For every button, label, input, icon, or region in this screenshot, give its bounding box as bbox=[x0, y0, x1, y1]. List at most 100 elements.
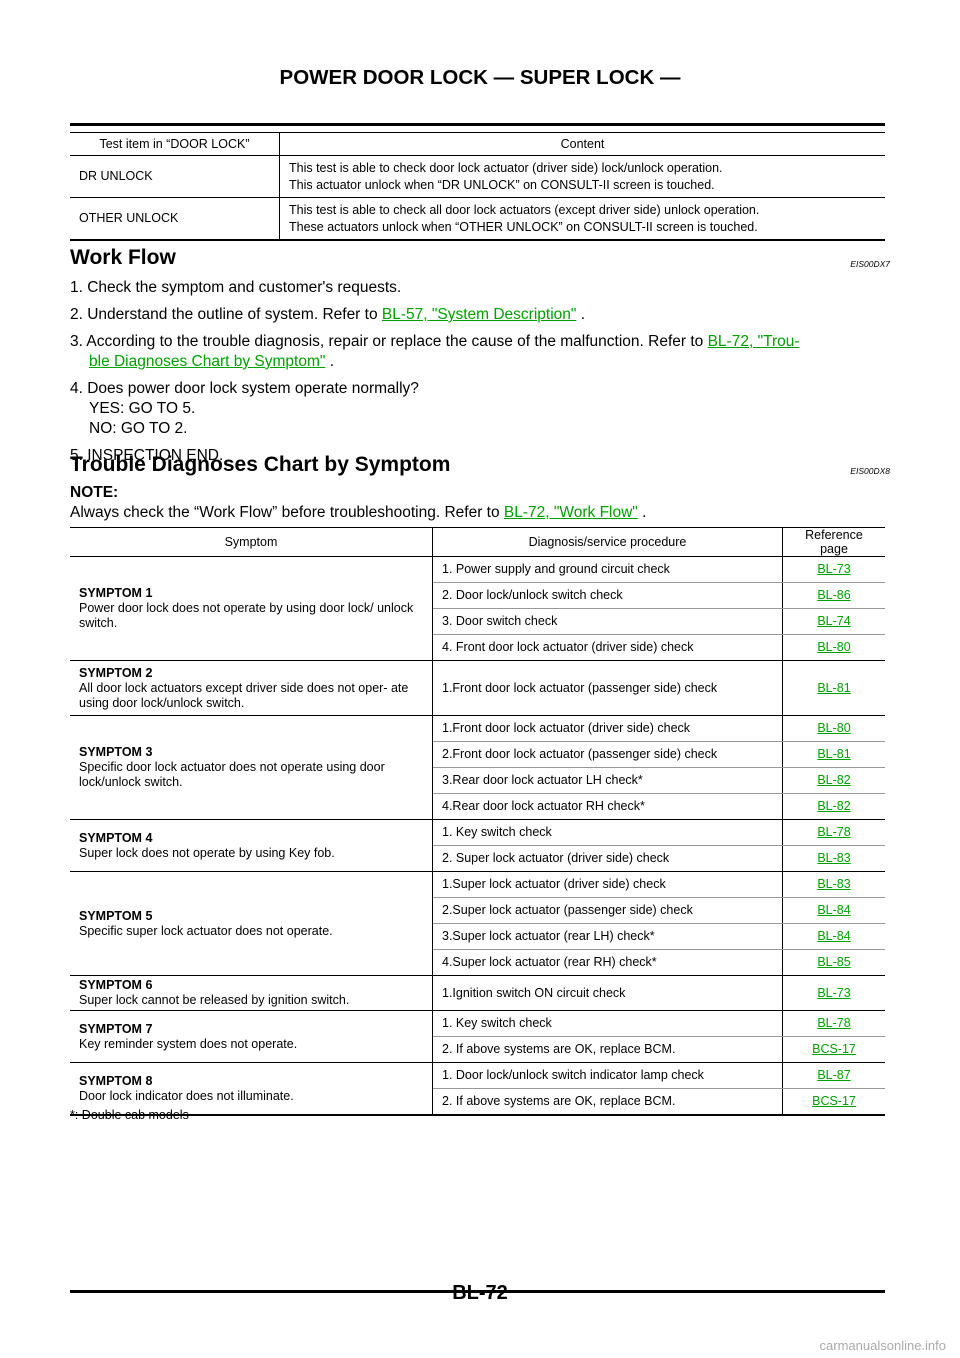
table-row: 2. Super lock actuator (driver side) che… bbox=[70, 845, 885, 872]
system-description-link[interactable]: BL-57, "System Description" bbox=[381, 306, 577, 323]
symptom-name: SYMPTOM 7 bbox=[79, 1021, 153, 1036]
procedure-cell: 2. Door lock/unlock switch check bbox=[432, 582, 783, 609]
symptom-description: Specific door lock actuator does not ope… bbox=[79, 760, 385, 789]
table-row: 3.Super lock actuator (rear LH) check* BL… bbox=[70, 923, 885, 950]
reference-cell: BL-84 bbox=[782, 923, 885, 950]
work-flow-link[interactable]: BL-72, "Work Flow" bbox=[503, 504, 638, 521]
test-item-table: Test item in “DOOR LOCK” Content DR UNLO… bbox=[70, 132, 885, 241]
procedure-cell: 2.Front door lock actuator (passenger si… bbox=[432, 741, 783, 768]
table-row: DR UNLOCK This test is able to check doo… bbox=[70, 155, 885, 198]
reference-cell: BL-83 bbox=[782, 871, 885, 898]
symptom-name: SYMPTOM 4 bbox=[79, 830, 153, 845]
table-row: 4. Front door lock actuator (driver side… bbox=[70, 634, 885, 661]
step-2: 2. Understand the outline of system. Ref… bbox=[70, 305, 890, 325]
procedure-cell: 1.Front door lock actuator (driver side)… bbox=[432, 715, 783, 742]
symptom-description: Specific super lock actuator does not op… bbox=[79, 923, 333, 938]
procedure-cell: 1. Power supply and ground circuit check bbox=[432, 556, 783, 583]
reference-link[interactable]: BL-78 bbox=[817, 825, 851, 839]
reference-link[interactable]: BL-78 bbox=[817, 1016, 851, 1030]
reference-cell: BL-82 bbox=[782, 767, 885, 794]
work-flow-code: EIS00DX7 bbox=[850, 259, 890, 269]
reference-link[interactable]: BL-80 bbox=[817, 721, 851, 735]
table-row: 2.Super lock actuator (passenger side) c… bbox=[70, 897, 885, 924]
procedure-cell: 4.Super lock actuator (rear RH) check* bbox=[432, 949, 783, 976]
symptom-name: SYMPTOM 3 bbox=[79, 745, 153, 759]
table-row: 2. If above systems are OK, replace BCM.… bbox=[70, 1036, 885, 1063]
procedure-cell: 2. Super lock actuator (driver side) che… bbox=[432, 845, 783, 872]
table-row: 2. Door lock/unlock switch check BL-86 bbox=[70, 582, 885, 609]
reference-link[interactable]: BL-73 bbox=[817, 985, 851, 1000]
table-row: 2. If above systems are OK, replace BCM.… bbox=[70, 1088, 885, 1116]
reference-link[interactable]: BL-83 bbox=[817, 851, 851, 865]
procedure-cell: 3.Super lock actuator (rear LH) check* bbox=[432, 923, 783, 950]
work-flow-heading: Work Flow bbox=[70, 246, 176, 269]
watermark: carmanualsonline.info bbox=[819, 1338, 946, 1353]
reference-link[interactable]: BL-81 bbox=[817, 680, 851, 695]
procedure-cell: 4. Front door lock actuator (driver side… bbox=[432, 634, 783, 661]
reference-cell: BL-73 bbox=[782, 556, 885, 583]
reference-cell: BL-80 bbox=[782, 634, 885, 661]
reference-cell: BL-73 bbox=[782, 975, 885, 1011]
reference-link[interactable]: BL-87 bbox=[817, 1068, 851, 1082]
reference-link[interactable]: BCS-17 bbox=[812, 1094, 856, 1108]
reference-cell: BL-87 bbox=[782, 1062, 885, 1089]
test-item-cell: OTHER UNLOCK bbox=[70, 197, 280, 240]
test-item-header: Test item in “DOOR LOCK” bbox=[70, 132, 280, 156]
note-text-part: . bbox=[637, 504, 647, 521]
procedure-cell: 4.Rear door lock actuator RH check* bbox=[432, 793, 783, 820]
reference-link[interactable]: BL-73 bbox=[817, 562, 851, 576]
table-row: OTHER UNLOCK This test is able to check … bbox=[70, 197, 885, 240]
page-title: POWER DOOR LOCK — SUPER LOCK — bbox=[279, 66, 681, 89]
chart-link-part-b[interactable]: ble Diagnoses Chart by Symptom" bbox=[89, 353, 326, 370]
reference-link[interactable]: BL-80 bbox=[817, 640, 851, 654]
symptom-description: Super lock does not operate by using Key… bbox=[79, 845, 335, 860]
procedure-cell: 1. Door lock/unlock switch indicator lam… bbox=[432, 1062, 783, 1089]
note-text: Always check the “Work Flow” before trou… bbox=[70, 503, 890, 523]
reference-link[interactable]: BL-82 bbox=[817, 773, 851, 787]
reference-link[interactable]: BL-84 bbox=[817, 903, 851, 917]
step-text: 3. According to the trouble diagnosis, r… bbox=[70, 333, 708, 350]
reference-cell: BL-86 bbox=[782, 582, 885, 609]
symptom-description: Key reminder system does not operate. bbox=[79, 1036, 298, 1051]
procedure-cell: 1.Super lock actuator (driver side) chec… bbox=[432, 871, 783, 898]
reference-link[interactable]: BL-82 bbox=[817, 799, 851, 813]
note-text-part: Always check the “Work Flow” before trou… bbox=[70, 504, 504, 521]
reference-link[interactable]: BL-84 bbox=[817, 929, 851, 943]
reference-link[interactable]: BCS-17 bbox=[812, 1042, 856, 1056]
table-row: 3.Rear door lock actuator LH check*BL-82 bbox=[70, 767, 885, 794]
symptom-name: SYMPTOM 8 bbox=[79, 1073, 153, 1088]
reference-link[interactable]: BL-86 bbox=[817, 588, 851, 602]
reference-cell: BL-80 bbox=[782, 715, 885, 742]
symptom-name: SYMPTOM 5 bbox=[79, 908, 153, 923]
reference-cell: BL-84 bbox=[782, 897, 885, 924]
step-4-yes: YES: GO TO 5. bbox=[89, 400, 196, 417]
note-label: NOTE: bbox=[70, 484, 119, 501]
reference-link[interactable]: BL-74 bbox=[817, 614, 851, 628]
reference-cell: BL-81 bbox=[782, 660, 885, 716]
procedure-cell: 1.Ignition switch ON circuit check bbox=[432, 975, 783, 1011]
content-cell: This test is able to check door lock act… bbox=[279, 155, 885, 198]
chart-link-part-a[interactable]: BL-72, "Trou- bbox=[707, 333, 800, 350]
reference-link[interactable]: BL-81 bbox=[817, 747, 851, 761]
procedure-cell: 1. Key switch check bbox=[432, 1010, 783, 1037]
symptom-description: Door lock indicator does not illuminate. bbox=[79, 1088, 294, 1103]
chart-heading: Trouble Diagnoses Chart by Symptom bbox=[70, 453, 451, 476]
procedure-cell: 2. If above systems are OK, replace BCM. bbox=[432, 1088, 783, 1116]
symptom-header: Symptom bbox=[70, 527, 433, 557]
reference-link[interactable]: BL-85 bbox=[817, 955, 851, 969]
work-flow-steps: 1. Check the symptom and customer's requ… bbox=[70, 278, 890, 473]
reference-link[interactable]: BL-83 bbox=[817, 877, 851, 891]
step-text: . bbox=[325, 353, 335, 370]
symptom-description: Super lock cannot be released by ignitio… bbox=[79, 993, 350, 1007]
